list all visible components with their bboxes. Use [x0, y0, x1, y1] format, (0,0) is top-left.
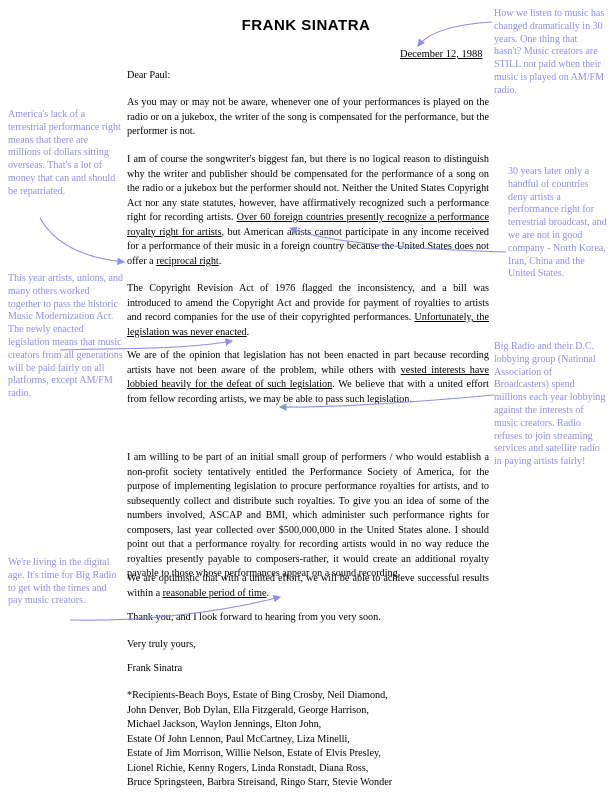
recipients-line: Lionel Richie, Kenny Rogers, Linda Ronst…: [127, 762, 369, 774]
letter-date: December 12, 1988: [400, 49, 483, 60]
underline-foreign-countries: Over 60 foreign countries presently reco…: [127, 212, 489, 238]
underline-reasonable-period: reasonable period of time: [162, 587, 267, 599]
arrow-to-reasonable: [69, 594, 282, 621]
annotation-few-countries: 30 years later only a handful of countri…: [508, 166, 607, 280]
salutation: Dear Paul:: [127, 70, 171, 81]
recipients-line: Estate of Jim Morrison, Willie Nelson, E…: [127, 748, 381, 759]
arrow-to-reciprocal: [39, 217, 126, 266]
recipients-line: Estate Of John Lennon, Paul McCartney, L…: [127, 733, 350, 745]
recipients-list: *Recipients-Beach Boys, Estate of Bing C…: [127, 689, 392, 791]
recipients-line: *Recipients-Beach Boys, Estate of Bing C…: [127, 690, 388, 701]
recipients-line: John Denver, Bob Dylan, Ella Fitzgerald,…: [127, 704, 369, 716]
annotation-mma: This year artists, unions, and many othe…: [8, 273, 123, 400]
annotation-big-radio-lobby: Big Radio and their D.C. lobbying group …: [494, 341, 606, 468]
paragraph-7: Thank you, and I look forward to hearing…: [127, 612, 381, 623]
recipients-line: Michael Jackson, Waylon Jennings, Elton …: [127, 719, 322, 730]
annotation-digital-age: We're living in the digital age. It's ti…: [8, 557, 117, 607]
paragraph-2: I am of course the songwriter's biggest …: [127, 154, 489, 267]
arrow-to-never-enacted: [59, 338, 234, 351]
paragraph-4: We are of the opinion that legislation h…: [127, 350, 489, 405]
underline-vested-interests: vested interests have lobbied heavily fo…: [127, 364, 489, 391]
annotation-listening-changed: How we listen to music has changed drama…: [494, 8, 605, 96]
underline-reciprocal-right: reciprocal right: [156, 255, 219, 267]
recipients-line: Bruce Springsteen, Barbra Streisand, Rin…: [127, 777, 393, 788]
annotation-money-overseas: America's lack of a terrestrial performa…: [8, 109, 121, 197]
underline-never-enacted: Unfortunately, the legislation was never…: [127, 312, 489, 338]
paragraph-3: The Copyright Revision Act of 1976 flagg…: [127, 283, 489, 338]
paragraph-6: We are optimistic that with a united eff…: [127, 573, 489, 599]
signature: Frank Sinatra: [127, 663, 183, 674]
paragraph-1: As you may or may not be aware, whenever…: [127, 97, 489, 137]
letterhead-title: FRANK SINATRA: [241, 17, 371, 34]
arrow-to-date: [417, 21, 493, 47]
arrow-to-vested: [278, 394, 495, 411]
closing: Very truly yours,: [127, 639, 196, 650]
arrow-to-foreign: [288, 227, 507, 253]
paragraph-5: I am willing to be part of an initial sm…: [127, 452, 489, 579]
